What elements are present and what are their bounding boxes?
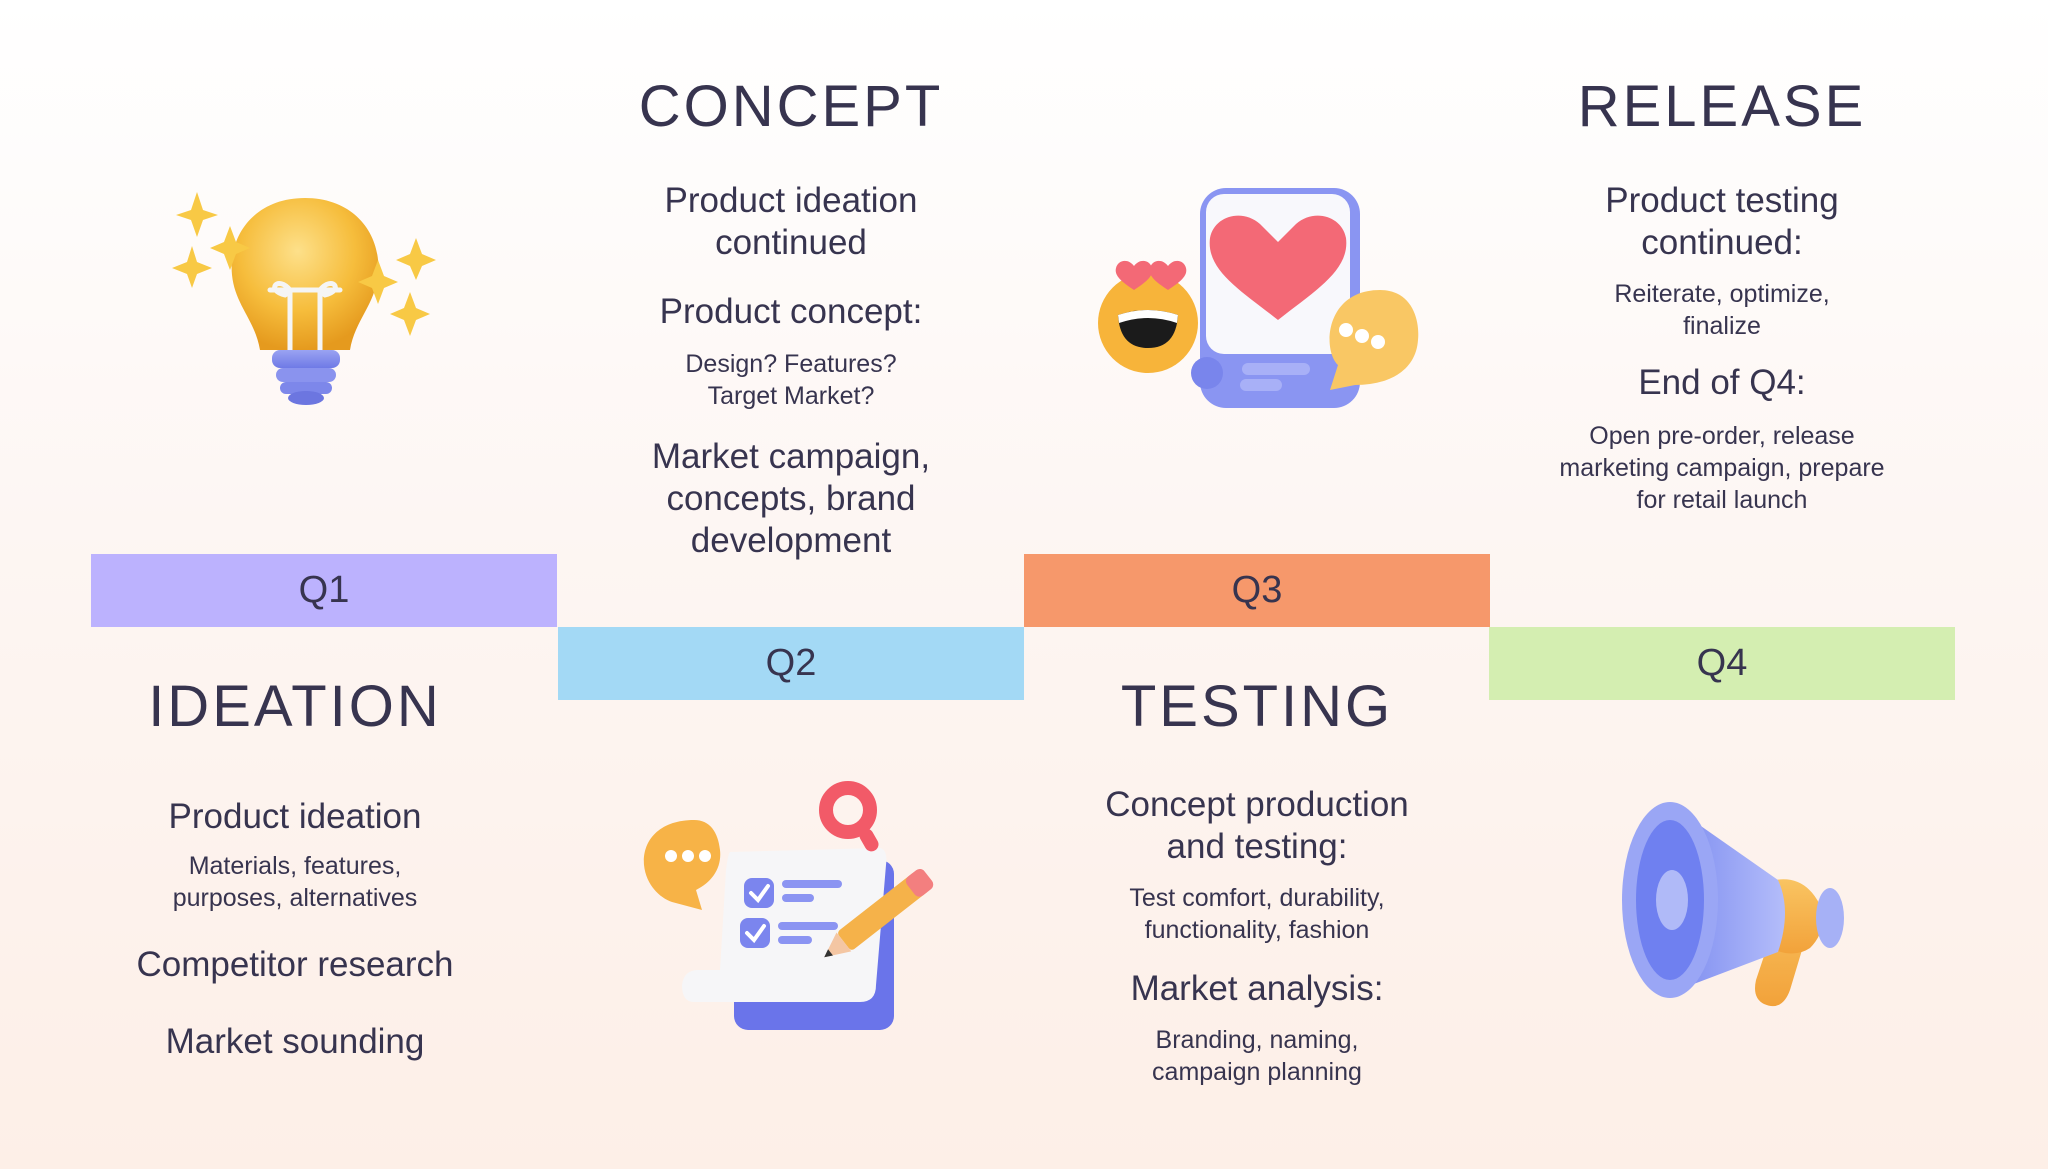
quarter-bar-q4: Q4 — [1489, 627, 1955, 700]
ideation-title: IDEATION — [148, 674, 442, 739]
quarter-label-q2: Q2 — [765, 642, 817, 684]
release-heading-1b: continued: — [1641, 223, 1803, 262]
ideation-heading-1: Product ideation — [168, 797, 422, 836]
testing-section: TESTING Concept production and testing: … — [1024, 0, 1490, 1088]
release-detail-2b: marketing campaign, prepare — [1559, 454, 1885, 482]
phone-heart-icon — [1098, 188, 1419, 408]
quarter-bar-q1: Q1 — [91, 554, 557, 627]
release-heading-2: End of Q4: — [1638, 363, 1806, 402]
testing-title: TESTING — [1120, 674, 1394, 739]
testing-detail-2a: Branding, naming, — [1155, 1026, 1359, 1054]
concept-heading-3b: concepts, brand — [666, 479, 916, 518]
testing-heading-2: Market analysis: — [1130, 969, 1384, 1008]
testing-detail-1a: Test comfort, durability, — [1129, 884, 1385, 912]
concept-detail-2a: Design? Features? — [685, 350, 897, 378]
testing-heading-1a: Concept production — [1105, 785, 1409, 824]
quarter-label-q4: Q4 — [1696, 642, 1748, 684]
release-detail-2c: for retail launch — [1636, 486, 1808, 514]
lightbulb-icon — [172, 192, 436, 405]
quarter-bar-q2: Q2 — [558, 627, 1024, 700]
concept-title: CONCEPT — [638, 74, 944, 139]
quarter-bar-q3: Q3 — [1024, 554, 1490, 627]
concept-heading-2: Product concept: — [659, 292, 923, 331]
release-title: RELEASE — [1577, 74, 1867, 139]
testing-heading-1b: and testing: — [1166, 827, 1348, 866]
ideation-detail-1a: Materials, features, — [188, 852, 402, 880]
quarter-label-q1: Q1 — [298, 569, 350, 611]
testing-detail-2b: campaign planning — [1152, 1058, 1362, 1086]
release-section: RELEASE Product testing continued: Reite… — [1489, 0, 1955, 516]
concept-heading-3a: Market campaign, — [651, 437, 931, 476]
concept-section: CONCEPT Product ideation continued Produ… — [558, 0, 1024, 562]
concept-detail-2b: Target Market? — [707, 382, 875, 410]
checklist-icon — [643, 781, 934, 1030]
ideation-heading-3: Market sounding — [165, 1022, 425, 1061]
testing-detail-1b: functionality, fashion — [1144, 916, 1370, 944]
release-detail-2a: Open pre-order, release — [1589, 422, 1855, 450]
release-detail-1b: finalize — [1683, 312, 1761, 340]
release-heading-1a: Product testing — [1605, 181, 1839, 220]
concept-heading-3c: development — [690, 521, 892, 560]
ideation-heading-2: Competitor research — [136, 945, 454, 984]
concept-heading-1b: continued — [715, 223, 867, 262]
ideation-section: IDEATION Product ideation Materials, fea… — [62, 0, 528, 1063]
quarter-label-q3: Q3 — [1231, 569, 1283, 611]
concept-heading-1a: Product ideation — [664, 181, 918, 220]
ideation-detail-1b: purposes, alternatives — [172, 884, 418, 912]
release-detail-1a: Reiterate, optimize, — [1614, 280, 1830, 308]
megaphone-icon — [1622, 802, 1844, 1007]
